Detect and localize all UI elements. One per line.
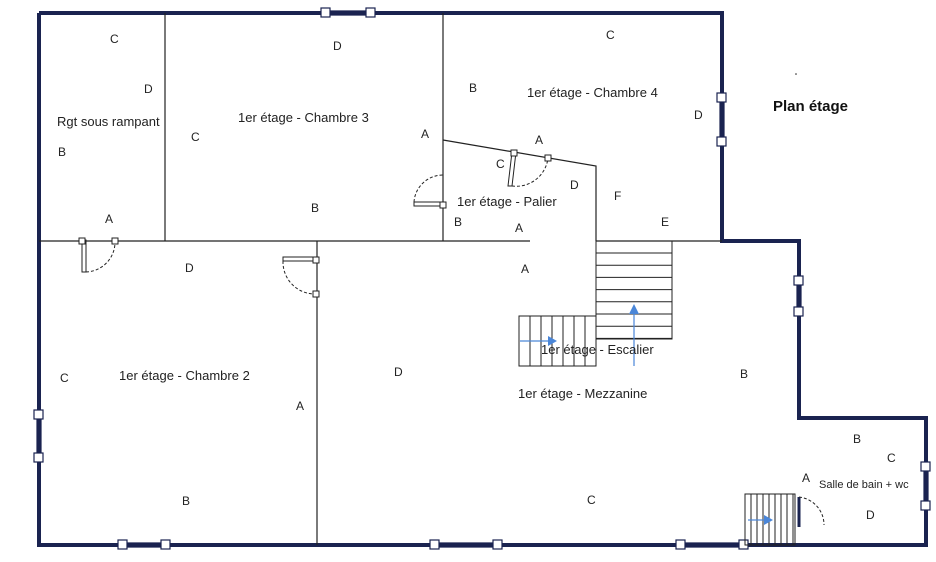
plan-title: Plan étage xyxy=(773,98,848,115)
room-label-escalier: 1er étage - Escalier xyxy=(541,342,654,357)
wall-label: D xyxy=(694,108,703,122)
window-mezzanine-right xyxy=(793,275,804,317)
staircase xyxy=(518,240,796,546)
wall-label: A xyxy=(515,221,523,235)
door-chambre4 xyxy=(507,149,552,187)
door-sdb xyxy=(797,496,825,527)
room-label-chambre4: 1er étage - Chambre 4 xyxy=(527,85,658,100)
room-label-chambre3: 1er étage - Chambre 3 xyxy=(238,110,369,125)
room-label-chambre2: 1er étage - Chambre 2 xyxy=(119,368,250,383)
window-top xyxy=(320,7,376,18)
exterior-walls xyxy=(37,11,928,547)
exterior-wall-main xyxy=(37,11,928,547)
wall-label: D xyxy=(144,82,153,96)
wall-label: C xyxy=(110,32,119,46)
wall-label: B xyxy=(454,215,462,229)
wall-label: B xyxy=(853,432,861,446)
wall-label: C xyxy=(587,493,596,507)
wall-label: C xyxy=(60,371,69,385)
wall-label: B xyxy=(311,201,319,215)
room-label-palier: 1er étage - Palier xyxy=(457,194,557,209)
door-chambre3 xyxy=(413,174,447,209)
wall-label: A xyxy=(802,471,810,485)
room-labels: Rgt sous rampant 1er étage - Chambre 3 1… xyxy=(57,85,909,491)
wall-label: C xyxy=(496,157,505,171)
wall-label: A xyxy=(105,212,113,226)
wall-label: D xyxy=(333,39,342,53)
wall-label: B xyxy=(182,494,190,508)
wall-label: F xyxy=(614,189,621,203)
wall-label: A xyxy=(296,399,304,413)
window-sdb-right xyxy=(920,461,931,511)
wall-label: D xyxy=(866,508,875,522)
wall-label: A xyxy=(535,133,543,147)
plan-dot xyxy=(795,73,797,75)
wall-label: A xyxy=(521,262,529,276)
window-bottom-1 xyxy=(117,539,171,550)
wall-label: B xyxy=(469,81,477,95)
stair-arrow-right xyxy=(548,336,557,346)
wall-label: D xyxy=(394,365,403,379)
wall-label: C xyxy=(887,451,896,465)
door-rgt xyxy=(78,237,119,273)
room-label-mezzanine: 1er étage - Mezzanine xyxy=(518,386,647,401)
window-bottom-2 xyxy=(429,539,503,550)
wall-label: A xyxy=(421,127,429,141)
window-chambre2-left xyxy=(33,409,44,463)
wall-label: B xyxy=(740,367,748,381)
doors xyxy=(78,149,825,527)
room-label-rgt: Rgt sous rampant xyxy=(57,114,160,129)
wall-palier xyxy=(442,139,597,241)
wall-label: D xyxy=(570,178,579,192)
room-label-sdb: Salle de bain + wc xyxy=(819,479,909,491)
stair-arrow-up xyxy=(629,304,639,314)
wall-label: C xyxy=(606,28,615,42)
wall-labels: C D B A D C B C B A D A C D F B A E D A … xyxy=(58,28,896,522)
wall-label: B xyxy=(58,145,66,159)
window-chambre4-right xyxy=(716,92,727,147)
windows xyxy=(33,7,931,550)
wall-label: D xyxy=(185,261,194,275)
wall-label: C xyxy=(191,130,200,144)
window-bottom-3 xyxy=(675,539,749,550)
door-chambre2 xyxy=(282,256,320,298)
wall-label: E xyxy=(661,215,669,229)
stair-sdb-arrow xyxy=(764,515,773,525)
